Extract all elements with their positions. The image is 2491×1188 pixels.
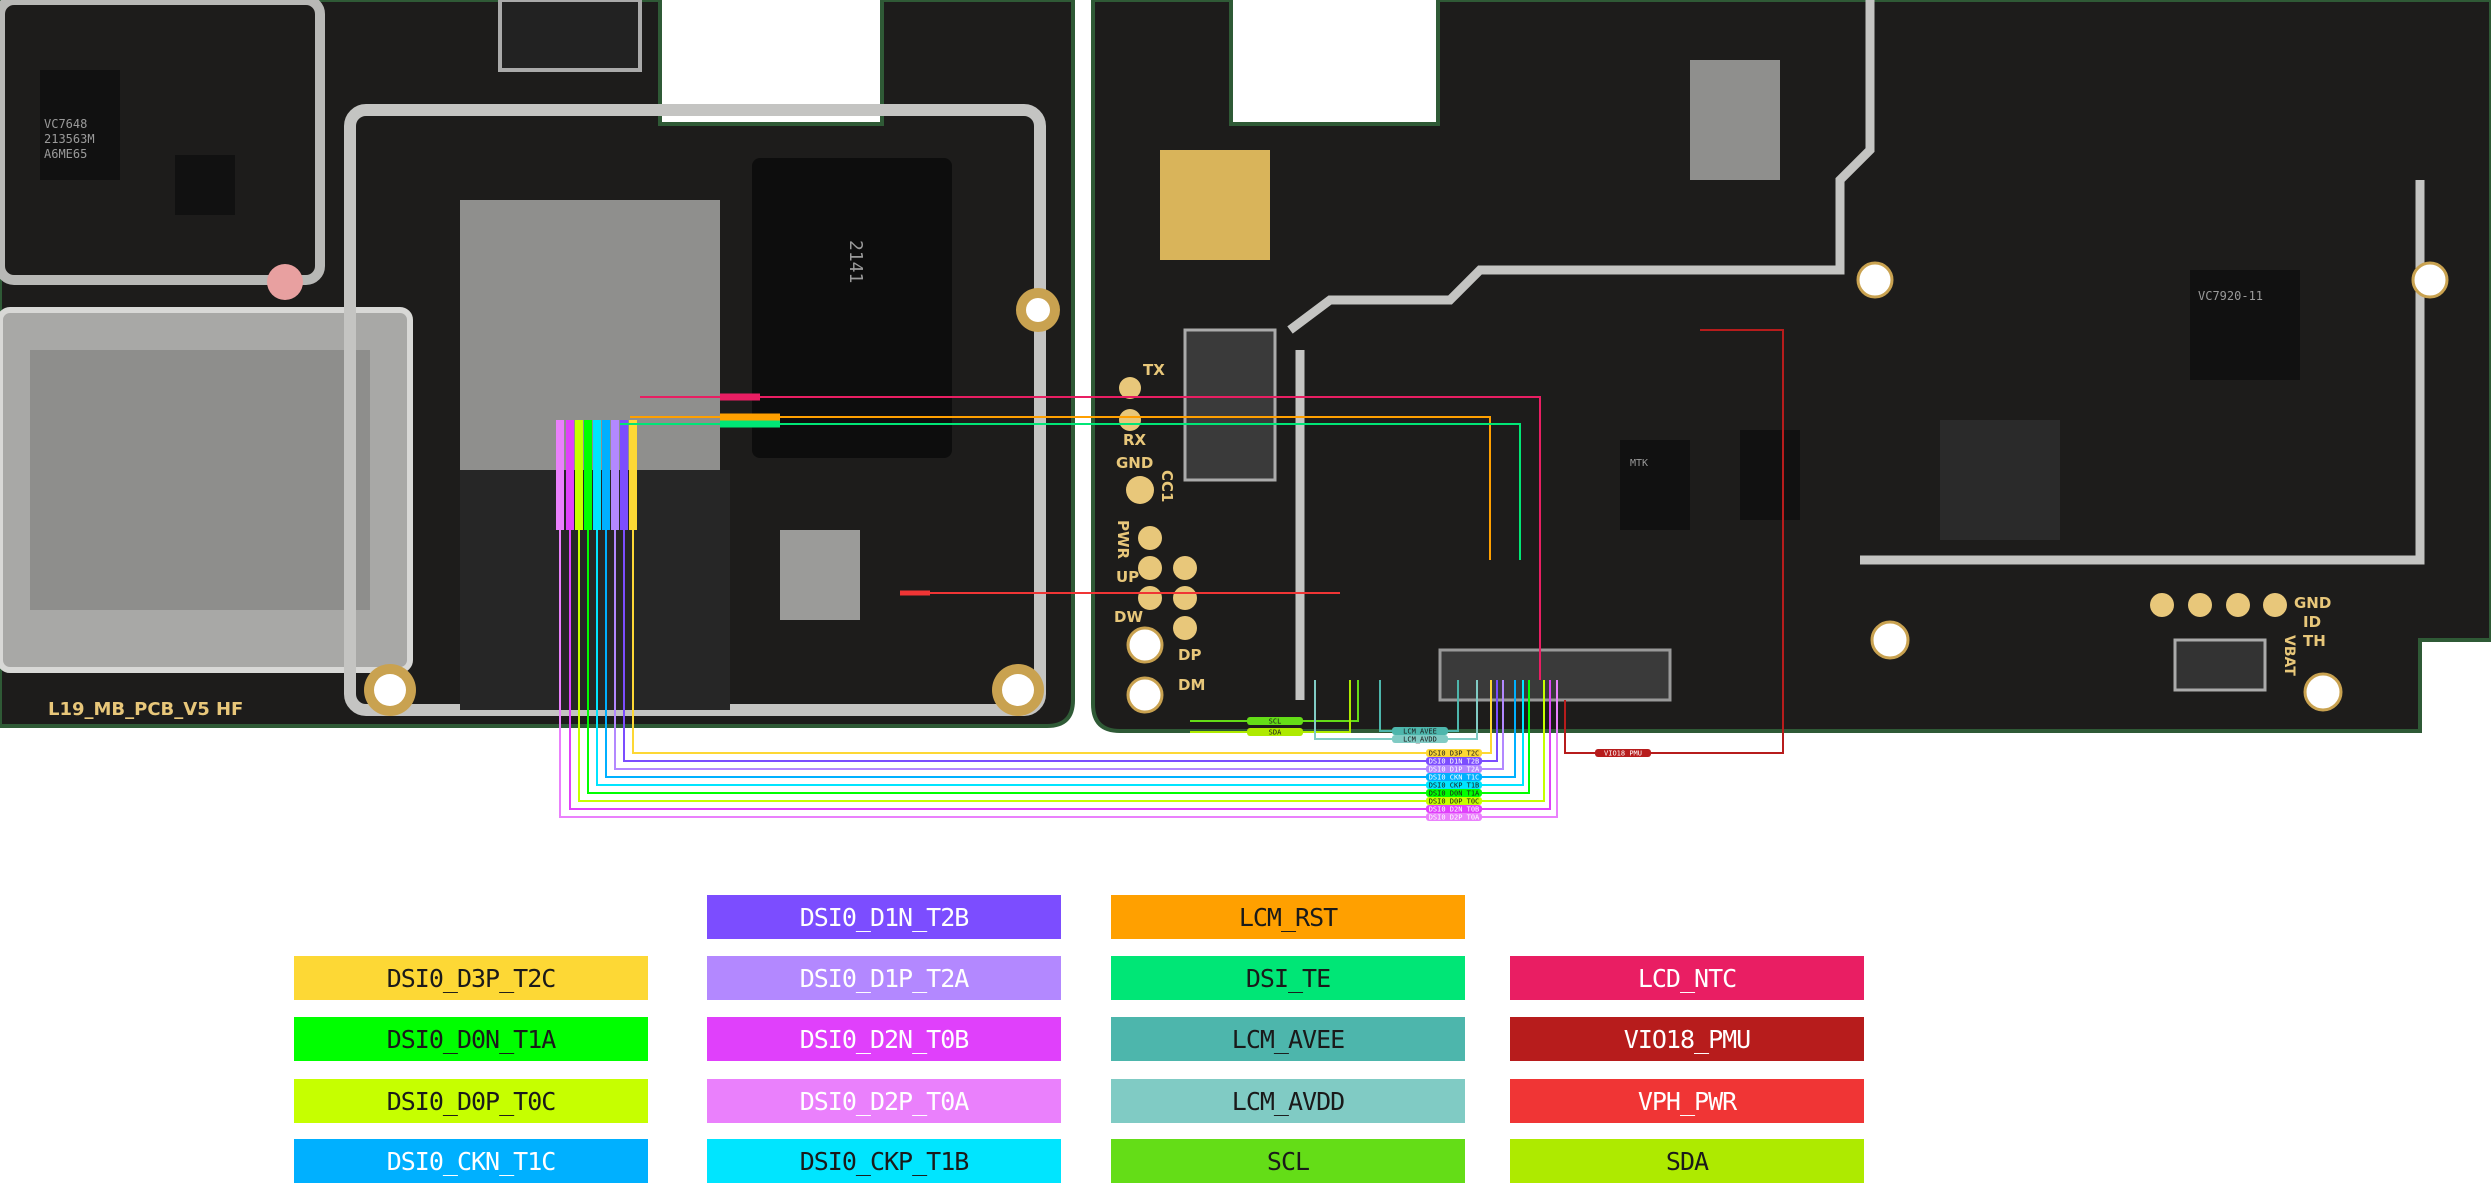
chip-marking: VC7920-11 (2198, 289, 2263, 303)
memory-chip (752, 158, 952, 458)
tp-label-tx: TX (1143, 361, 1165, 379)
legend-item-ntc[interactable]: LCD_NTC (1510, 956, 1864, 1000)
trace-sda (1190, 680, 1351, 733)
legend-item-te[interactable]: DSI_TE (1111, 956, 1465, 1000)
trace-rst (630, 416, 1491, 560)
trace-scl (1190, 680, 1359, 722)
net-tag-d3p[interactable]: DSI0_D3P_T2C (1426, 749, 1482, 758)
net-tag-sda[interactable]: SDA (1247, 728, 1303, 737)
tp-label-dm: DM (1178, 676, 1205, 694)
legend-item-ckn[interactable]: DSI0_CKN_T1C (294, 1139, 648, 1183)
legend-item-d1p[interactable]: DSI0_D1P_T2A (707, 956, 1061, 1000)
legend-item-d2n[interactable]: DSI0_D2N_T0B (707, 1017, 1061, 1061)
legend-item-vio[interactable]: VIO18_PMU (1510, 1017, 1864, 1061)
net-tag-label: DSI0_D1N_T2B (1429, 758, 1480, 766)
tp-label-th: TH (2303, 632, 2326, 650)
tp-label-pwr: PWR (1114, 520, 1132, 560)
trace-d2p (559, 420, 1558, 818)
net-traces (556, 329, 1784, 818)
net-tag-d2n[interactable]: DSI0_D2N_T0B (1426, 805, 1482, 814)
trace-te (620, 423, 1521, 560)
trace-d2n (569, 420, 1551, 810)
legend-item-d2p[interactable]: DSI0_D2P_T0A (707, 1079, 1061, 1123)
trace-ntc (640, 396, 1541, 680)
net-tag-label: DSI0_CKP_T1B (1429, 782, 1480, 790)
legend-item-avee[interactable]: LCM_AVEE (1111, 1017, 1465, 1061)
net-tag-d1n[interactable]: DSI0_D1N_T2B (1426, 757, 1482, 766)
net-tag-label: LCM_AVEE (1403, 728, 1437, 736)
right-pcb: VC7920-11 MTK TX RX GND CC1 PWR UP DW DP… (1091, 0, 2491, 733)
net-tag-d2p[interactable]: DSI0_D2P_T0A (1426, 813, 1482, 822)
trace-d3p (632, 420, 1492, 754)
legend-item-d3p[interactable]: DSI0_D3P_T2C (294, 956, 648, 1000)
net-tag-label: LCM_AVDD (1403, 736, 1437, 744)
chip-marking: 213563M (44, 132, 95, 146)
chip-marking: MTK (1630, 458, 1648, 469)
tp-label-cc1: CC1 (1158, 470, 1176, 502)
net-tag-label: SDA (1269, 729, 1282, 737)
net-tag-label: VIO18_PMU (1604, 750, 1642, 758)
net-tag-avee[interactable]: LCM_AVEE (1392, 727, 1448, 736)
legend-item-d0n[interactable]: DSI0_D0N_T1A (294, 1017, 648, 1061)
net-tag-scl[interactable]: SCL (1247, 717, 1303, 726)
tp-label-dp: DP (1178, 646, 1201, 664)
left-pcb: L19_MB_PCB_V5 HF VC7648 213563M A6ME65 2… (0, 0, 1075, 728)
legend-item-vph[interactable]: VPH_PWR (1510, 1079, 1864, 1123)
tp-label-up: UP (1116, 568, 1139, 586)
chip-marking: VC7648 (44, 117, 87, 131)
trace-vio (1564, 329, 1784, 754)
trace-d1n (623, 420, 1498, 762)
chip-marking: A6ME65 (44, 147, 87, 161)
trace-ckn (605, 420, 1516, 778)
legend-item-d0p[interactable]: DSI0_D0P_T0C (294, 1079, 648, 1123)
chip-marking: 2141 (845, 240, 866, 283)
legend-item-avdd[interactable]: LCM_AVDD (1111, 1079, 1465, 1123)
trace-d1p (614, 420, 1504, 770)
legend-item-ckp[interactable]: DSI0_CKP_T1B (707, 1139, 1061, 1183)
net-tag-d0n[interactable]: DSI0_D0N_T1A (1426, 789, 1482, 798)
net-tag-d0p[interactable]: DSI0_D0P_T0C (1426, 797, 1482, 806)
legend-item-sda[interactable]: SDA (1510, 1139, 1864, 1183)
trace-d0p (578, 420, 1545, 802)
net-tag-d1p[interactable]: DSI0_D1P_T2A (1426, 765, 1482, 774)
net-tag-label: DSI0_D3P_T2C (1429, 750, 1480, 758)
legend-item-rst[interactable]: LCM_RST (1111, 895, 1465, 939)
net-tag-label: SCL (1269, 718, 1282, 726)
usb-connector (1183, 328, 1277, 482)
tp-label-rx: RX (1123, 431, 1147, 449)
net-tag-vio[interactable]: VIO18_PMU (1595, 749, 1651, 758)
net-tag-label: DSI0_D0P_T0C (1429, 798, 1480, 806)
legend-item-d1n[interactable]: DSI0_D1N_T2B (707, 895, 1061, 939)
net-tag-avdd[interactable]: LCM_AVDD (1392, 735, 1448, 744)
net-tag-label: DSI0_D1P_T2A (1429, 766, 1480, 774)
board-silkscreen-label: L19_MB_PCB_V5 HF (48, 699, 243, 720)
lcd-connector (1438, 648, 1672, 702)
legend-item-scl[interactable]: SCL (1111, 1139, 1465, 1183)
net-tag-label: DSI0_CKN_T1C (1429, 774, 1480, 782)
tp-label-dw: DW (1114, 608, 1143, 626)
net-tag-ckn[interactable]: DSI0_CKN_T1C (1426, 773, 1482, 782)
battery-connector (2173, 638, 2267, 692)
trace-d0n (587, 420, 1530, 794)
tp-label-gnd-right: GND (2294, 594, 2331, 612)
tp-label-vbat: VBAT (2281, 635, 2297, 676)
net-tags: DSI0_D3P_T2CDSI0_D1N_T2BDSI0_D1P_T2ADSI0… (1247, 717, 1651, 822)
net-tag-label: DSI0_D0N_T1A (1429, 790, 1480, 798)
trace-ckp (596, 420, 1524, 786)
tp-label-gnd: GND (1116, 454, 1153, 472)
net-tag-label: DSI0_D2P_T0A (1429, 814, 1480, 822)
net-tag-ckp[interactable]: DSI0_CKP_T1B (1426, 781, 1482, 790)
net-tag-label: DSI0_D2N_T0B (1429, 806, 1480, 814)
tp-label-id: ID (2303, 613, 2321, 631)
